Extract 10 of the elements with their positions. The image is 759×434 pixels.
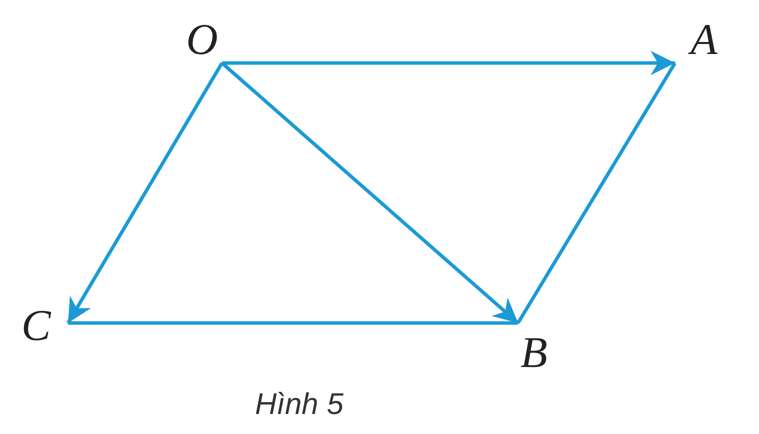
line-segment [516, 62, 676, 324]
line-segment [68, 321, 518, 325]
point-label: A [684, 17, 724, 63]
point-label: O [182, 17, 222, 63]
vector-arrow [66, 62, 224, 324]
point-label: B [514, 330, 554, 376]
vector-arrow [222, 50, 675, 76]
figure-caption: Hình 5 [255, 388, 344, 422]
point-label: C [16, 303, 56, 349]
vector-arrow [220, 62, 520, 324]
